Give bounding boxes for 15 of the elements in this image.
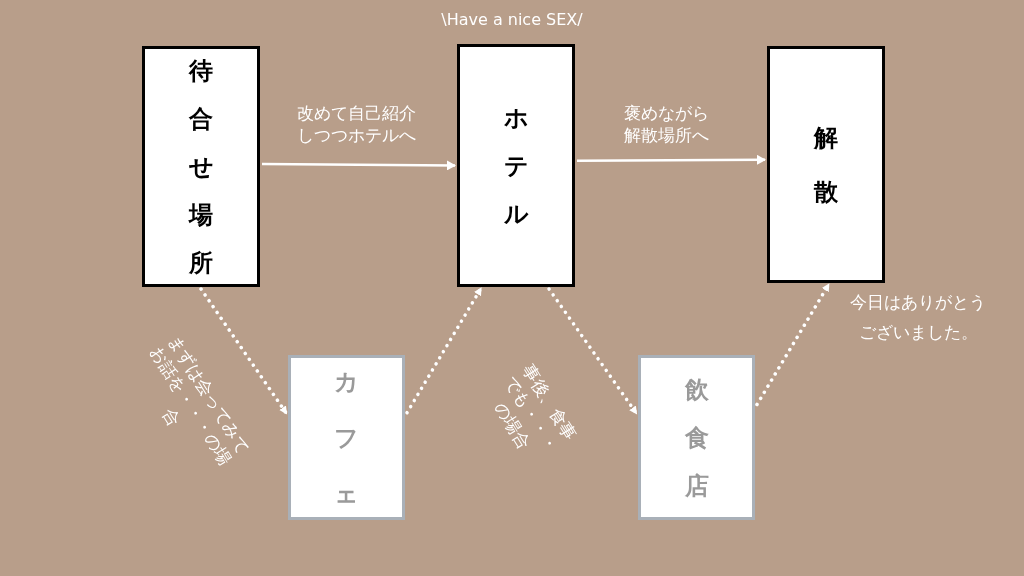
heading: \Have a nice SEX/	[440, 9, 584, 31]
step-box: 解散	[767, 46, 885, 283]
dotted-arrow	[199, 287, 288, 415]
edge-label: 褒めながら解散場所へ	[622, 102, 710, 146]
note: 今日はありがとうございました。	[849, 291, 987, 344]
edge-label: 改めて自己紹介しつつホテルへ	[295, 102, 417, 146]
dotted-arrow	[755, 283, 831, 407]
dotted-arrow	[547, 287, 638, 415]
arrow	[577, 154, 766, 165]
step-box: ホテル	[457, 44, 575, 287]
step-box: カフェ	[288, 355, 405, 520]
step-box: 待合せ場所	[142, 46, 260, 287]
step-box: 飲食店	[638, 355, 755, 520]
dotted-arrow	[405, 287, 483, 415]
arrow	[262, 160, 456, 171]
